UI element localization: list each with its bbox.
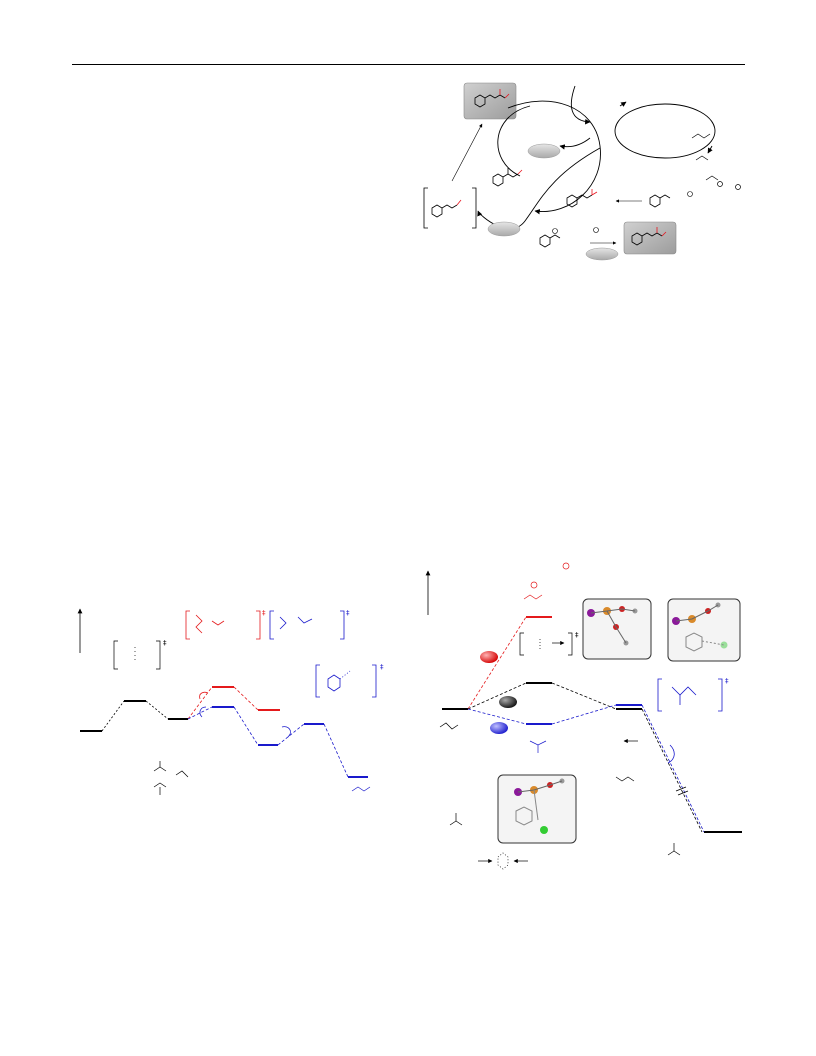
cycle-branch-in <box>570 85 591 125</box>
radical-cation-icon <box>523 562 570 600</box>
pathway-connectors <box>467 616 705 833</box>
radical-cation-icon <box>539 227 599 248</box>
cycle-branch-out <box>559 137 591 150</box>
catalytic-cycle-scheme <box>423 82 741 261</box>
ts-bracket-red <box>185 610 261 640</box>
fragment-left <box>439 722 528 870</box>
transition-state-dagger-icon: ‡ <box>380 663 384 671</box>
ball-and-stick-model-icon <box>582 598 652 660</box>
catalyst-oval-icon <box>585 247 619 261</box>
ball-and-stick-model-icon <box>667 598 741 662</box>
black-pathway <box>80 700 188 732</box>
catalyst-oval-icon <box>527 143 561 159</box>
fragment-below <box>153 761 189 795</box>
benzene-ring-icon <box>474 94 486 108</box>
curved-arrow-icon <box>281 726 291 738</box>
styrene-reactant <box>649 191 693 208</box>
product-box-top <box>463 82 517 120</box>
bracketed-intermediate <box>423 187 477 229</box>
arrow-to-product <box>451 123 483 182</box>
transition-state-dagger-icon: ‡ <box>575 631 579 639</box>
transition-state-dagger-icon: ‡ <box>725 677 729 685</box>
curved-arrow-icon <box>199 691 209 700</box>
fragment-right <box>691 133 741 190</box>
ts-bracket-blue <box>269 610 377 698</box>
energy-levels <box>442 616 742 833</box>
fragment-blue-product <box>351 786 371 792</box>
curved-arrow-icon <box>199 706 207 718</box>
ts-bracket-black <box>113 640 161 670</box>
ball-and-stick-model-icon <box>497 774 577 844</box>
cycle-arc-upper <box>507 100 601 215</box>
ts-bracket-small <box>519 632 573 656</box>
intermediate-middle <box>492 168 523 187</box>
header-rule <box>72 64 745 65</box>
catalyst-oval-icon <box>499 696 517 708</box>
fragment-blue <box>529 740 547 753</box>
ts-bracket-blue-right <box>657 678 723 712</box>
curved-arrow-icon <box>667 744 675 764</box>
transition-state-dagger-icon: ‡ <box>262 609 266 617</box>
catalyst-oval-icon <box>487 221 521 237</box>
blue-pathway <box>187 706 368 778</box>
secondary-cycle <box>614 103 716 159</box>
energy-profile-right: ‡ ‡ <box>425 562 742 870</box>
catalyst-oval-icon <box>480 651 498 663</box>
red-pathway <box>187 686 280 720</box>
energy-profile-left: ‡ ‡ ‡ ‡ <box>77 608 384 795</box>
catalyst-oval-icon <box>490 722 508 734</box>
transition-state-dagger-icon: ‡ <box>163 639 167 647</box>
cycle-arc-left <box>497 105 531 177</box>
intermediate-right <box>566 189 598 208</box>
product-box-bottom <box>623 221 677 255</box>
axis-break-icon <box>675 786 689 796</box>
fragment-right <box>615 738 681 856</box>
cycle-arc-lower <box>477 147 601 229</box>
transition-state-dagger-icon: ‡ <box>346 609 350 617</box>
